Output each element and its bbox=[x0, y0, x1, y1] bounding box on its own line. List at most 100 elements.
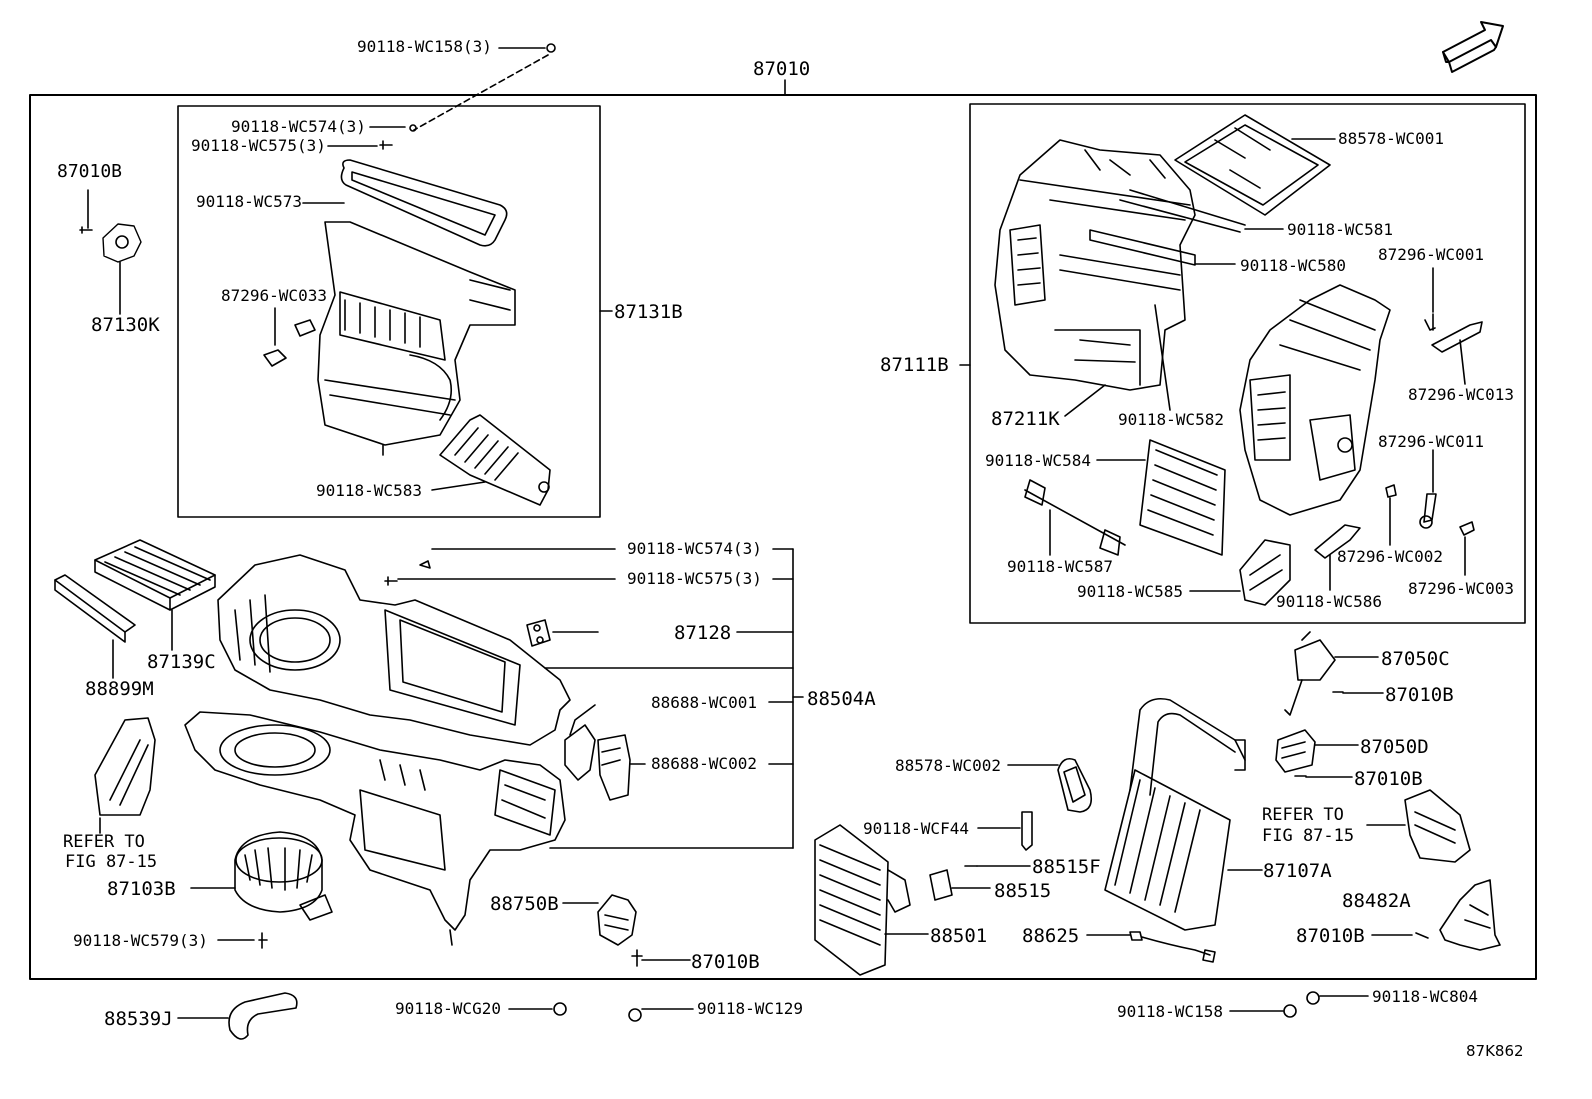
label-88688-wc001: 88688-WC001 bbox=[651, 693, 757, 712]
servo-87050d bbox=[1275, 729, 1316, 773]
refer-note-right-line2: FIG 87-15 bbox=[1262, 826, 1355, 846]
label-90118-wcg20: 90118-WCG20 bbox=[395, 999, 501, 1018]
door-90118-wc585 bbox=[1239, 539, 1291, 606]
label-88515: 88515 bbox=[994, 880, 1052, 902]
label-90118-wc581: 90118-WC581 bbox=[1287, 220, 1393, 239]
filter-cover-88899m bbox=[54, 574, 136, 633]
sensor-88625 bbox=[1129, 931, 1143, 941]
bolt-icon bbox=[79, 226, 93, 234]
label-88515f: 88515F bbox=[1032, 856, 1101, 878]
label-87296-wc003: 87296-WC003 bbox=[1408, 579, 1514, 598]
label-90118-wc804: 90118-WC804 bbox=[1372, 987, 1478, 1006]
label-90118-wc575-3-b: 90118-WC575(3) bbox=[627, 569, 762, 588]
label-87296-wc013: 87296-WC013 bbox=[1408, 385, 1514, 404]
label-90118-wc579-3: 90118-WC579(3) bbox=[73, 931, 208, 950]
label-90118-wc574-3: 90118-WC574(3) bbox=[231, 117, 366, 136]
label-90118-wc582: 90118-WC582 bbox=[1118, 410, 1224, 429]
label-90118-wc580: 90118-WC580 bbox=[1240, 256, 1346, 275]
intake-housing bbox=[317, 221, 516, 446]
upper-blower-subframe bbox=[177, 105, 601, 518]
servo-motor-87130k bbox=[102, 223, 142, 263]
filter-door-90118-wc583 bbox=[439, 414, 551, 506]
label-88750b: 88750B bbox=[490, 893, 559, 915]
link-87296-wc013 bbox=[1431, 321, 1483, 353]
filter-87139c bbox=[94, 539, 216, 599]
label-90118-wc583: 90118-WC583 bbox=[316, 481, 422, 500]
heater-core-90118-wc584 bbox=[1139, 439, 1226, 556]
hose-88539j bbox=[228, 992, 298, 1040]
resistor-88750b bbox=[597, 894, 637, 946]
label-87131b: 87131B bbox=[614, 301, 683, 323]
label-87107a: 87107A bbox=[1263, 860, 1332, 882]
main-assembly-frame bbox=[29, 94, 1537, 980]
evaporator-88501 bbox=[814, 824, 889, 976]
refer-note-left-line1: REFER TO bbox=[63, 832, 145, 852]
label-88504a: 88504A bbox=[807, 688, 876, 710]
label-87128: 87128 bbox=[674, 622, 732, 644]
clip-icon bbox=[409, 124, 417, 132]
nut-icon bbox=[553, 1002, 567, 1016]
nut-icon bbox=[1283, 1004, 1297, 1018]
label-88501: 88501 bbox=[930, 925, 988, 947]
cover-88578-wc001 bbox=[1174, 114, 1331, 216]
label-88578-wc002: 88578-WC002 bbox=[895, 756, 1001, 775]
label-87010b-d: 87010B bbox=[691, 951, 760, 973]
duct-88688-wc001 bbox=[564, 724, 596, 781]
label-87130k: 87130K bbox=[91, 314, 160, 336]
bolt-icon bbox=[628, 1008, 642, 1022]
label-88899m: 88899M bbox=[85, 678, 154, 700]
duct-refer-right bbox=[1404, 789, 1471, 863]
screw-icon bbox=[379, 140, 393, 150]
label-90118-wc586: 90118-WC586 bbox=[1276, 592, 1382, 611]
label-90118-wcf44: 90118-WCF44 bbox=[863, 819, 969, 838]
label-90118-wc573: 90118-WC573 bbox=[196, 192, 302, 211]
link-90118-wc586 bbox=[1314, 524, 1361, 559]
label-88539j: 88539J bbox=[104, 1008, 173, 1030]
valve-88515 bbox=[929, 869, 953, 901]
heater-case-right bbox=[1239, 284, 1391, 516]
label-87010b-e: 87010B bbox=[1296, 925, 1365, 947]
refer-note-right-line1: REFER TO bbox=[1262, 805, 1344, 825]
gasket-90118-wc573 bbox=[340, 159, 508, 247]
label-88482a: 88482A bbox=[1342, 890, 1411, 912]
bolt-icon bbox=[1306, 991, 1320, 1005]
label-87111b: 87111B bbox=[880, 354, 949, 376]
label-87050c: 87050C bbox=[1381, 648, 1450, 670]
refer-note-left-line2: FIG 87-15 bbox=[65, 852, 158, 872]
figure-code: 87K862 bbox=[1466, 1042, 1524, 1060]
duct-88482a bbox=[1439, 879, 1501, 951]
label-87296-wc033: 87296-WC033 bbox=[221, 286, 327, 305]
shaft-90118-wc587 bbox=[1024, 489, 1126, 546]
clip-87296-wc002 bbox=[1385, 484, 1397, 498]
screw-icon bbox=[258, 932, 268, 949]
connector-87296-wc033 bbox=[263, 349, 287, 367]
servo-87050c bbox=[1294, 639, 1336, 681]
label-90118-wc585: 90118-WC585 bbox=[1077, 582, 1183, 601]
label-87010b-b: 87010B bbox=[1385, 684, 1454, 706]
label-90118-wc158: 90118-WC158 bbox=[1117, 1002, 1223, 1021]
label-90118-wc587: 90118-WC587 bbox=[1007, 557, 1113, 576]
clip-87296-wc003 bbox=[1459, 521, 1475, 536]
seal-87128 bbox=[526, 619, 551, 647]
blower-motor-87103b bbox=[234, 831, 323, 913]
screw-icon bbox=[631, 949, 643, 967]
label-88578-wc001: 88578-WC001 bbox=[1338, 129, 1444, 148]
label-88625: 88625 bbox=[1022, 925, 1080, 947]
clip-90118-wcf44 bbox=[1021, 811, 1033, 851]
blower-case-upper bbox=[217, 554, 571, 746]
label-90118-wc158-3: 90118-WC158(3) bbox=[357, 37, 492, 56]
label-90118-wc574-3-b: 90118-WC574(3) bbox=[627, 539, 762, 558]
label-87296-wc011: 87296-WC011 bbox=[1378, 432, 1484, 451]
label-87211k: 87211K bbox=[991, 408, 1060, 430]
heater-case-subframe bbox=[969, 103, 1526, 624]
label-90118-wc129: 90118-WC129 bbox=[697, 999, 803, 1018]
duct-refer-left bbox=[94, 717, 156, 816]
label-90118-wc575-3: 90118-WC575(3) bbox=[191, 136, 326, 155]
gasket-88578-wc002 bbox=[1057, 757, 1093, 813]
screw-icon bbox=[384, 576, 398, 586]
screw-icon bbox=[1415, 932, 1429, 939]
label-88688-wc002: 88688-WC002 bbox=[651, 754, 757, 773]
clip-icon bbox=[419, 560, 431, 569]
label-87103b: 87103B bbox=[107, 878, 176, 900]
